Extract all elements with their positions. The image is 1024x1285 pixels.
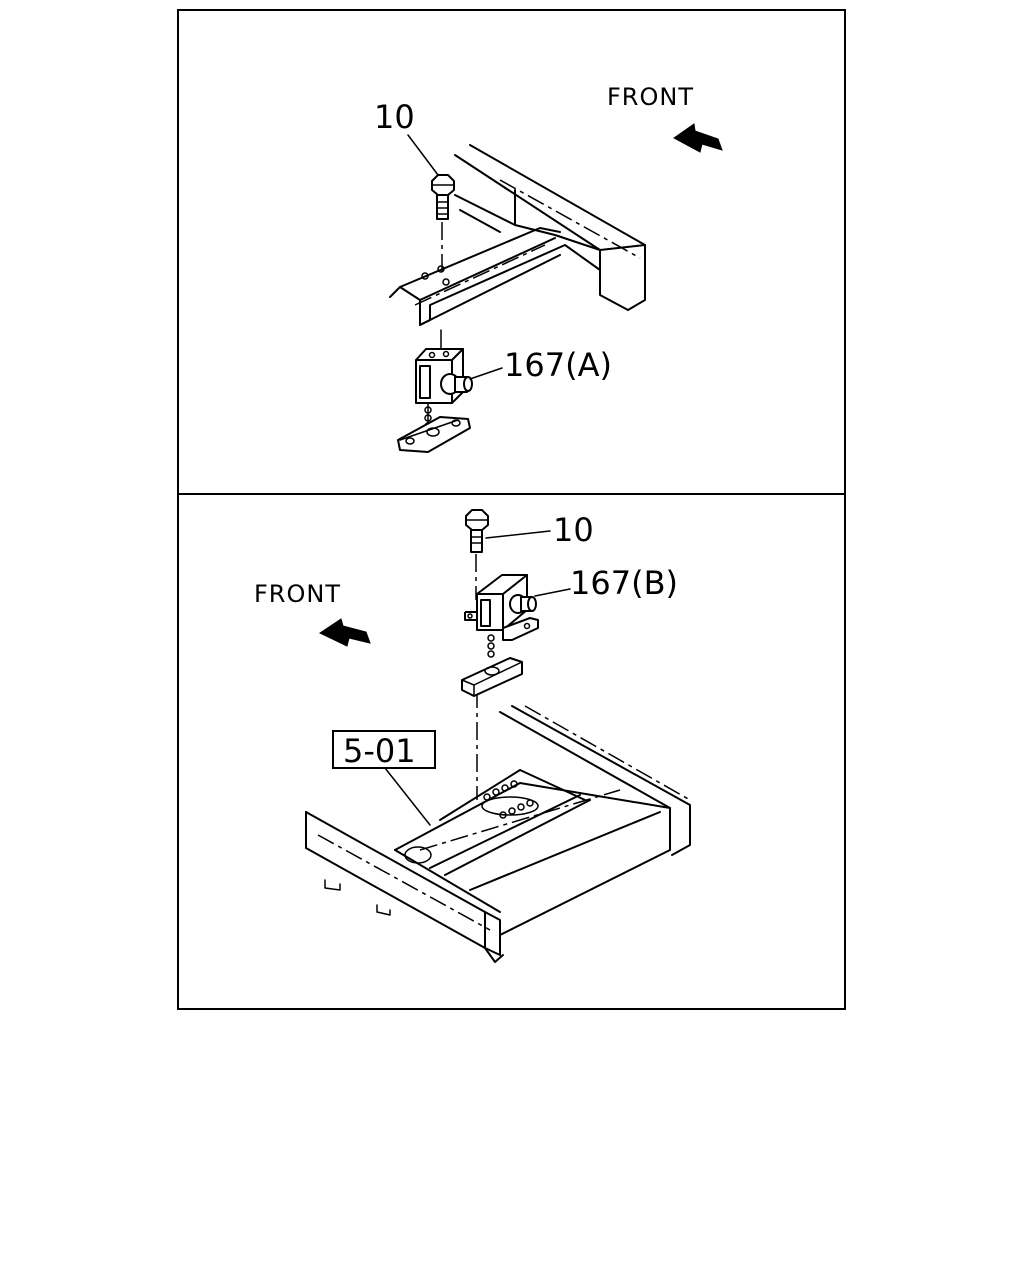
top-front-arrow-icon — [673, 123, 723, 153]
bottom-solenoid — [464, 574, 571, 658]
top-bolt-callout: 10 — [374, 98, 415, 136]
top-solenoid — [415, 348, 503, 433]
top-crossmember — [389, 227, 601, 326]
bottom-panel: 5-01 FRONT 10 167(B) — [254, 509, 691, 963]
top-frame-rail — [454, 144, 646, 311]
top-bolt — [407, 134, 455, 353]
reference-label: 5-01 — [343, 732, 416, 770]
top-bolt-leader — [407, 134, 439, 176]
top-panel: FRONT 10 167(A) — [374, 83, 723, 453]
bottom-bolt-callout: 10 — [553, 511, 594, 549]
top-front-label: FRONT — [607, 83, 694, 111]
bottom-bolt — [465, 509, 551, 800]
bottom-base-bracket — [461, 657, 523, 697]
bottom-part-callout: 167(B) — [570, 564, 678, 602]
top-part-callout: 167(A) — [504, 346, 612, 384]
reference-leader — [384, 767, 431, 826]
reference-box: 5-01 — [332, 730, 436, 770]
bottom-front-label: FRONT — [254, 580, 341, 608]
bottom-front-arrow-icon — [318, 618, 371, 647]
diagram-frame — [177, 9, 846, 1010]
top-base-plate — [397, 416, 471, 453]
bottom-chassis-frame — [305, 705, 691, 963]
